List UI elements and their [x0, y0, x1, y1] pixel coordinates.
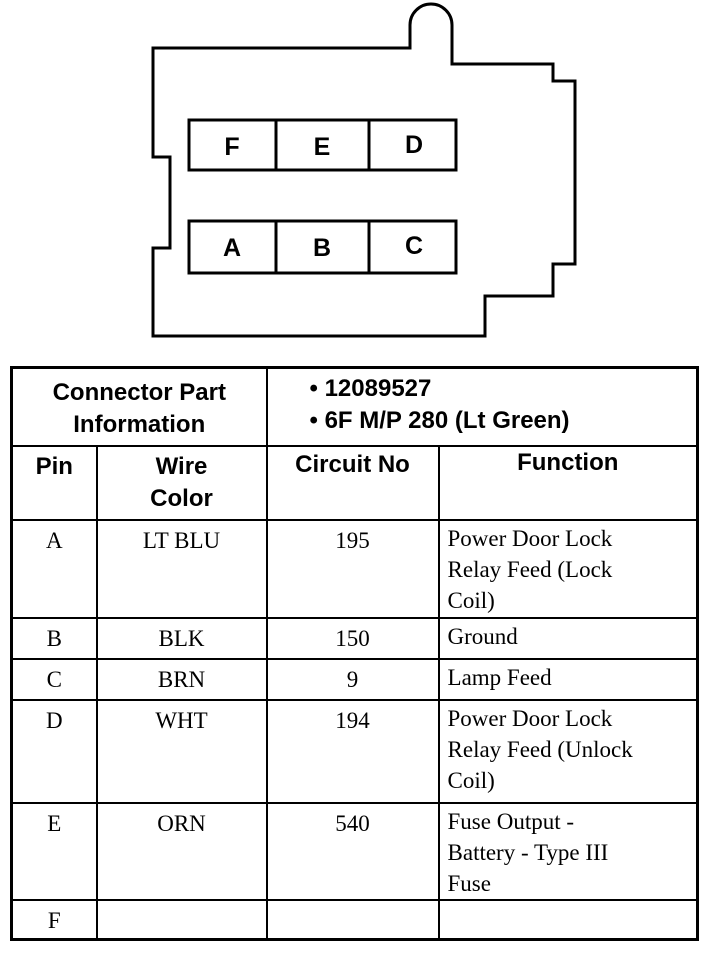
function-line: Relay Feed (Lock	[447, 556, 613, 582]
pin-cell: B	[10, 616, 98, 660]
column-header-pin: Pin	[10, 444, 98, 521]
pin-cell: C	[10, 657, 98, 701]
pin-cell: E	[10, 801, 98, 901]
column-header-function: Function	[437, 444, 699, 521]
cavity-label-e: E	[314, 133, 331, 161]
part-number: • 12089527	[309, 375, 432, 402]
function-line: Battery - Type III	[447, 839, 609, 865]
function-line: Power Door Lock	[447, 705, 613, 731]
column-header-wire-color: Wire Color	[95, 444, 268, 521]
table-row: D WHT 194 Power Door Lock Relay Feed (Un…	[10, 698, 699, 804]
cavity-label-d: D	[405, 131, 423, 159]
column-header-wire-line1: Wire	[155, 452, 208, 480]
part-info-header-line2: Information	[73, 411, 206, 438]
column-header-row: Pin Wire Color Circuit No Function	[10, 444, 699, 521]
function-line: Fuse Output -	[447, 808, 575, 834]
wire-color-cell: ORN	[95, 801, 268, 901]
function-cell: Lamp Feed	[437, 657, 699, 701]
table-row: C BRN 9 Lamp Feed	[10, 657, 699, 701]
column-header-circuit-no: Circuit No	[265, 444, 440, 521]
connector-diagram: F E D A B C	[151, 2, 577, 338]
function-line: Lamp Feed	[447, 664, 552, 690]
pin-cell: D	[10, 698, 98, 804]
circuit-cell: 194	[265, 698, 440, 804]
table-row: E ORN 540 Fuse Output - Battery - Type I…	[10, 801, 699, 901]
function-line: Relay Feed (Unlock	[447, 736, 633, 762]
pin-cell: F	[10, 898, 98, 941]
circuit-cell: 150	[265, 616, 440, 660]
function-cell: Power Door Lock Relay Feed (Lock Coil)	[437, 518, 699, 619]
function-line: Coil)	[447, 587, 495, 613]
table-row: B BLK 150 Ground	[10, 616, 699, 660]
part-info-header-cell: Connector Part Information	[10, 366, 268, 447]
part-description: • 6F M/P 280 (Lt Green)	[309, 407, 570, 434]
circuit-cell: 540	[265, 801, 440, 901]
cavity-label-b: B	[313, 234, 331, 262]
part-info-values-cell: • 12089527 • 6F M/P 280 (Lt Green)	[265, 366, 699, 447]
function-line: Ground	[447, 623, 518, 649]
wire-color-cell	[95, 898, 268, 941]
connector-housing-outline	[151, 2, 577, 338]
function-cell: Power Door Lock Relay Feed (Unlock Coil)	[437, 698, 699, 804]
cavity-row-top: F E D	[187, 118, 458, 172]
wire-color-cell: BLK	[95, 616, 268, 660]
column-header-wire-line2: Color	[150, 484, 213, 512]
function-cell: Fuse Output - Battery - Type III Fuse	[437, 801, 699, 901]
cavity-label-f: F	[224, 133, 239, 161]
function-line: Coil)	[447, 767, 495, 793]
pin-cell: A	[10, 518, 98, 619]
function-cell: Ground	[437, 616, 699, 660]
wire-color-cell: BRN	[95, 657, 268, 701]
function-line: Power Door Lock	[447, 525, 613, 551]
function-line: Fuse	[447, 870, 491, 896]
table-row: F	[10, 898, 699, 941]
part-info-header-line1: Connector Part	[52, 379, 226, 406]
cavity-row-bottom: A B C	[187, 219, 458, 275]
circuit-cell: 195	[265, 518, 440, 619]
function-cell	[437, 898, 699, 941]
wire-color-cell: WHT	[95, 698, 268, 804]
table-row: A LT BLU 195 Power Door Lock Relay Feed …	[10, 518, 699, 619]
part-info-row: Connector Part Information • 12089527 • …	[10, 366, 699, 447]
wire-color-cell: LT BLU	[95, 518, 268, 619]
cavity-label-c: C	[405, 232, 423, 260]
connector-pinout-table: Connector Part Information • 12089527 • …	[10, 366, 700, 941]
circuit-cell	[265, 898, 440, 941]
circuit-cell: 9	[265, 657, 440, 701]
cavity-label-a: A	[223, 234, 241, 262]
